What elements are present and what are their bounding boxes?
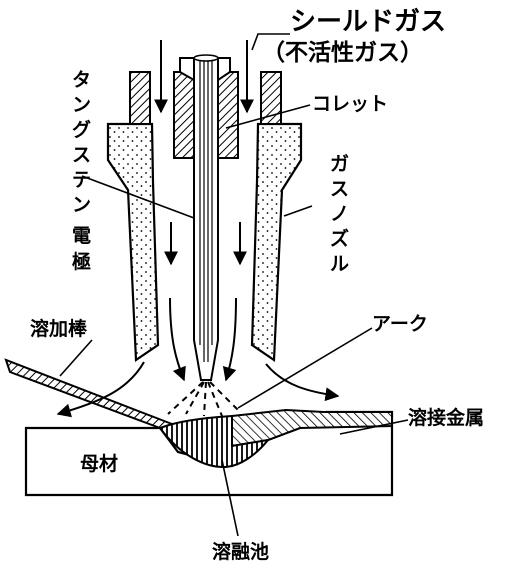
weld-pool bbox=[158, 414, 271, 469]
nozzle-char-5: ル bbox=[330, 253, 349, 275]
gas-nozzle bbox=[106, 122, 303, 363]
label-arc: アーク bbox=[372, 313, 428, 335]
collet-holders bbox=[129, 71, 282, 159]
tungsten-char-1: タ bbox=[72, 69, 91, 91]
nozzle-char-2: ス bbox=[330, 178, 349, 200]
label-tungsten-line1: タ ン グ ス テ ン bbox=[72, 69, 98, 216]
tungsten-char-6: ン bbox=[72, 194, 91, 216]
filler-rod bbox=[4, 358, 175, 430]
nozzle-char-3: ノ bbox=[330, 203, 349, 225]
arc bbox=[167, 381, 241, 417]
tungsten-char-5: テ bbox=[72, 169, 91, 191]
label-tungsten-line2: 電 極 bbox=[72, 225, 98, 273]
tungsten-char-4: ス bbox=[72, 144, 91, 166]
leader-lines bbox=[59, 33, 409, 537]
nozzle-char-4: ズ bbox=[330, 227, 349, 250]
label-collet: コレット bbox=[312, 93, 388, 115]
label-weld-metal: 溶接金属 bbox=[408, 406, 484, 429]
label-weld-pool: 溶融池 bbox=[212, 540, 269, 563]
electrode-char-2: 極 bbox=[72, 250, 91, 273]
label-gas-nozzle: ガ ス ノ ズ ル bbox=[330, 153, 356, 275]
label-filler-rod: 溶加棒 bbox=[30, 317, 88, 340]
label-base-metal: 母材 bbox=[80, 452, 118, 475]
tungsten-char-2: ン bbox=[72, 94, 91, 116]
tungsten-electrode bbox=[193, 54, 219, 381]
label-shield-gas-line1: シールドガス bbox=[290, 7, 446, 37]
electrode-char-1: 電 bbox=[72, 225, 91, 247]
tungsten-char-3: グ bbox=[72, 118, 91, 141]
nozzle-char-1: ガ bbox=[330, 153, 349, 175]
label-shield-gas-line2: （不活性ガス） bbox=[262, 39, 423, 66]
gas-flow-arrows bbox=[56, 40, 340, 418]
